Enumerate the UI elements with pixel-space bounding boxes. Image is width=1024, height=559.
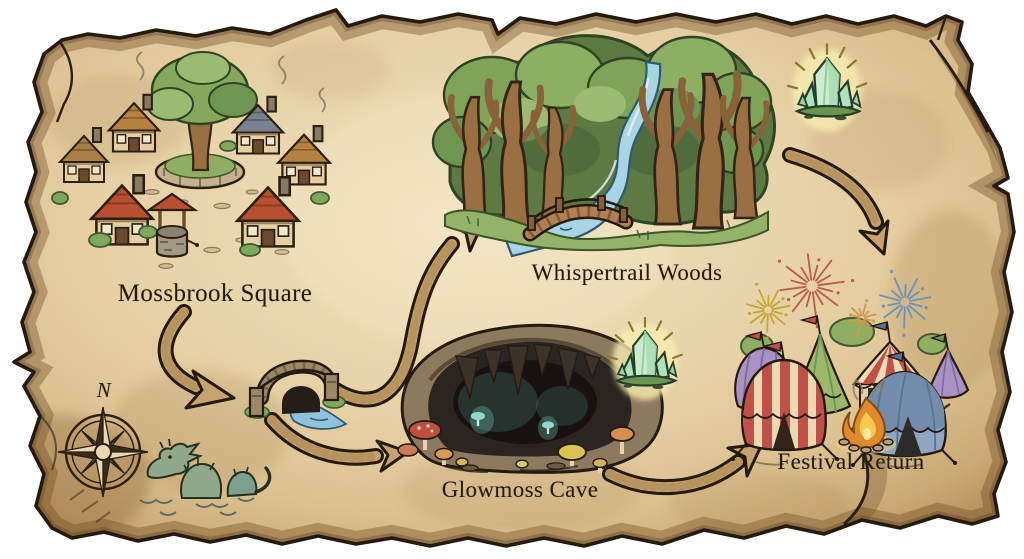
central-tree [146, 51, 258, 190]
label-whispertrail-woods: Whispertrail Woods [531, 260, 723, 285]
label-festival-return: Festival Return [777, 449, 925, 474]
glowing-mushrooms-inside [470, 406, 558, 440]
village-illustration [51, 51, 332, 270]
arrow-cave-to-festival [602, 442, 764, 496]
campfire [836, 378, 896, 454]
sea-serpent [139, 438, 272, 516]
arrow-bridge-to-cave [264, 412, 410, 473]
tent-violet-right [926, 333, 970, 399]
arrow-woods-to-festival [782, 147, 890, 256]
mushrooms-left [397, 420, 469, 467]
stalactites [454, 343, 601, 401]
compass-rose [57, 406, 149, 498]
firework-yellow [745, 282, 791, 340]
firework-red [777, 253, 855, 329]
forest-floor [444, 209, 769, 252]
woods-illustration [431, 34, 776, 258]
wooden-footbridge [522, 195, 634, 242]
firework-orange [847, 299, 877, 337]
plaza-stones [144, 189, 290, 270]
water-waves [139, 497, 255, 516]
village-well [145, 192, 199, 258]
arrow-village-to-bridge [157, 304, 236, 410]
cave-illustration [397, 323, 664, 474]
route-arrows [157, 147, 890, 496]
tent-striped-front-left [731, 341, 839, 461]
label-mossbrook-square: Mossbrook Square [117, 280, 313, 307]
festival-illustration [731, 253, 970, 469]
firework-blue [879, 269, 932, 337]
compass-north-label: N [96, 378, 112, 402]
chimney-smoke [136, 51, 326, 113]
label-glowmoss-cave: Glowmoss Cave [441, 477, 599, 502]
stone-bridge-illustration [244, 359, 348, 430]
